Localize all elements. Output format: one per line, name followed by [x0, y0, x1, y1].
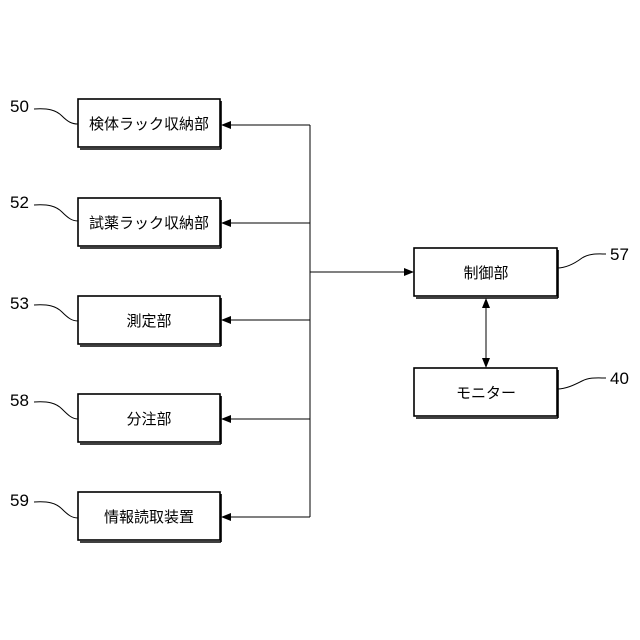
block-label: 情報読取装置: [104, 508, 194, 526]
arrow-head: [221, 121, 231, 129]
leader-line: [557, 378, 606, 389]
ref-number: 40: [610, 369, 629, 388]
block-information-reader: 情報読取装置: [78, 492, 221, 542]
block-label: 制御部: [463, 264, 508, 282]
block-monitor: モニター: [414, 368, 558, 418]
leader-line: [34, 109, 78, 124]
block-label: 分注部: [126, 410, 171, 428]
block-label: 検体ラック収納部: [89, 115, 209, 133]
block-sample-rack-storage: 検体ラック収納部: [78, 99, 221, 149]
block-label: 試薬ラック収納部: [89, 214, 209, 232]
leader-line: [557, 254, 606, 268]
leader-line: [34, 502, 78, 518]
leader-line: [34, 305, 78, 321]
block-reagent-rack-storage: 試薬ラック収納部: [78, 198, 221, 248]
ref-number: 50: [10, 97, 29, 116]
arrow-head: [482, 298, 490, 308]
ref-number: 52: [10, 193, 29, 212]
block-control-unit: 制御部: [414, 248, 558, 298]
arrow-head: [221, 316, 231, 324]
block-dispensing-unit: 分注部: [78, 394, 221, 444]
ref-number: 58: [10, 391, 29, 410]
arrow-head: [221, 415, 231, 423]
ref-number: 53: [10, 294, 29, 313]
block-label: モニター: [456, 384, 516, 402]
ref-number: 59: [10, 491, 29, 510]
leader-line: [34, 205, 78, 221]
block-measurement-unit: 測定部: [78, 296, 221, 346]
leader-line: [34, 402, 78, 419]
ref-number: 57: [610, 245, 629, 264]
arrow-head: [404, 268, 414, 276]
arrow-head: [482, 358, 490, 368]
arrow-head: [221, 513, 231, 521]
arrow-head: [221, 219, 231, 227]
block-label: 測定部: [126, 312, 171, 330]
